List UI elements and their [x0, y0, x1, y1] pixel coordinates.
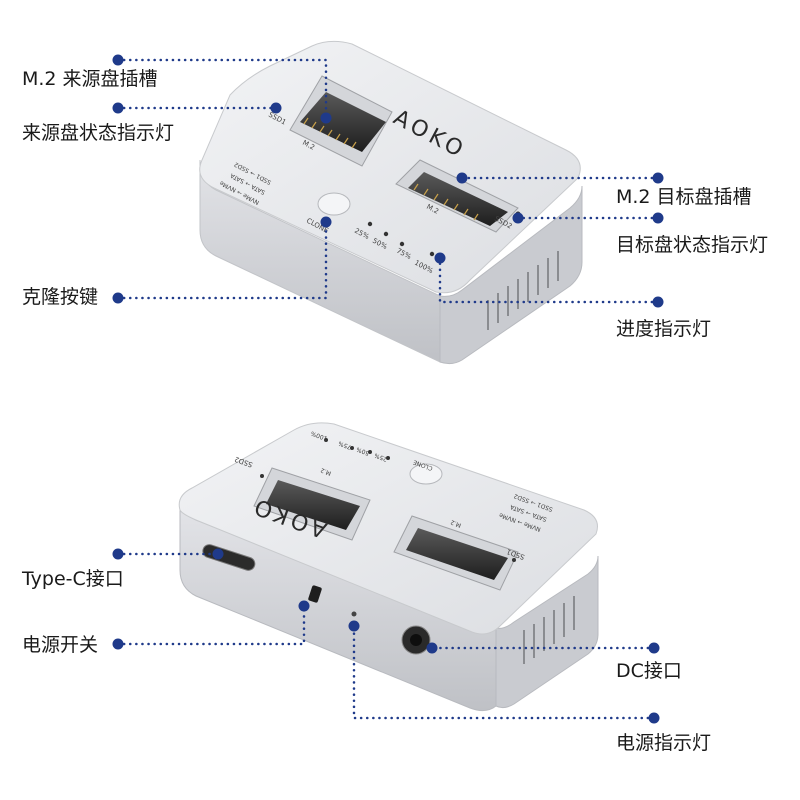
top-device-vents [487, 251, 559, 330]
leader-typec-port-label-dot [112, 548, 124, 560]
leader-power-led-label-dot [648, 712, 660, 724]
bottom-progress-led-50 [368, 450, 372, 454]
leader-target-led-target-dot [512, 212, 524, 224]
callout-power-led: 电源指示灯 [616, 732, 712, 754]
leader-power-led [352, 624, 656, 720]
top-device-top-face [199, 40, 581, 294]
leader-typec-port-target-dot [212, 548, 224, 560]
callout-source-led: 来源盘状态指示灯 [22, 122, 175, 144]
bottom-device: AOKO CLONE 100% 75% 50% 25% SSD2 SSD1 M.… [178, 422, 599, 712]
leader-power-switch-label-dot [112, 638, 124, 650]
callout-target-slot: M.2 目标盘插槽 [616, 186, 752, 208]
leader-source-slot [116, 58, 328, 120]
leader-clone-button-target-dot [320, 216, 332, 228]
bottom-right-slot [393, 515, 519, 591]
leader-clone-button [116, 220, 328, 300]
leader-source-led-target-dot [270, 102, 282, 114]
bottom-progress-led-100 [324, 438, 328, 442]
leader-dc-port-target-dot [426, 642, 438, 654]
callout-target-led: 目标盘状态指示灯 [616, 234, 769, 256]
top-source-slot [289, 75, 393, 167]
bottom-device-right-side [495, 555, 599, 709]
bottom-progress-led-25 [386, 456, 390, 460]
leader-clone-button-label-dot [112, 292, 124, 304]
bottom-progress-led-75 [350, 446, 354, 450]
leader-power-switch-target-dot [298, 600, 310, 612]
callout-power-switch: 电源开关 [22, 634, 99, 656]
leader-source-led-label-dot [112, 102, 124, 114]
top-progress-led-100 [429, 251, 435, 257]
bottom-pct-50-text: 50% [355, 445, 370, 456]
leader-target-led-label-dot [652, 212, 664, 224]
callout-source-slot: M.2 来源盘插槽 [22, 68, 158, 90]
leader-source-slot-label-dot [112, 54, 124, 66]
callout-progress-led: 进度指示灯 [616, 318, 712, 340]
callout-clone-button: 克隆按键 [22, 286, 99, 308]
top-device: AOKO SSD1 SSD2 M.2 M.2 CLONE 25% 50% 75%… [199, 40, 583, 365]
bottom-device-vents [523, 596, 575, 664]
leader-target-slot-target-dot [456, 172, 468, 184]
leader-dc-port-label-dot [648, 642, 660, 654]
leader-progress-led [438, 256, 660, 304]
bottom-clone-button[interactable] [409, 463, 443, 485]
top-progress-led-25 [367, 221, 373, 227]
leader-progress-led-target-dot [434, 252, 446, 264]
bottom-left-slot [253, 467, 371, 541]
leader-target-slot-label-dot [652, 172, 664, 184]
bottom-power-led [351, 611, 357, 617]
top-device-right-side [439, 185, 583, 365]
bottom-pct-75-text: 75% [337, 439, 352, 450]
leader-power-switch [116, 604, 306, 646]
bottom-dc-port [410, 634, 422, 646]
leader-power-led-target-dot [348, 620, 360, 632]
leader-progress-led-label-dot [652, 296, 664, 308]
callout-lines [112, 54, 664, 724]
leader-source-slot-target-dot [320, 112, 332, 124]
bottom-ssd1-led [512, 558, 516, 562]
callout-dc-port: DC接口 [616, 660, 682, 682]
top-clone-button[interactable] [317, 192, 351, 216]
top-progress-led-50 [383, 231, 389, 237]
bottom-m2-left-text: M.2 [320, 466, 333, 476]
top-progress-led-75 [399, 241, 405, 247]
bottom-pct-25-text: 25% [373, 451, 388, 462]
top-target-slot [395, 159, 519, 233]
bottom-m2-right-text: M.2 [450, 518, 463, 528]
callout-typec-port: Type-C接口 [22, 568, 124, 590]
bottom-ssd2-led [260, 474, 264, 478]
bottom-power-switch[interactable] [308, 585, 322, 603]
